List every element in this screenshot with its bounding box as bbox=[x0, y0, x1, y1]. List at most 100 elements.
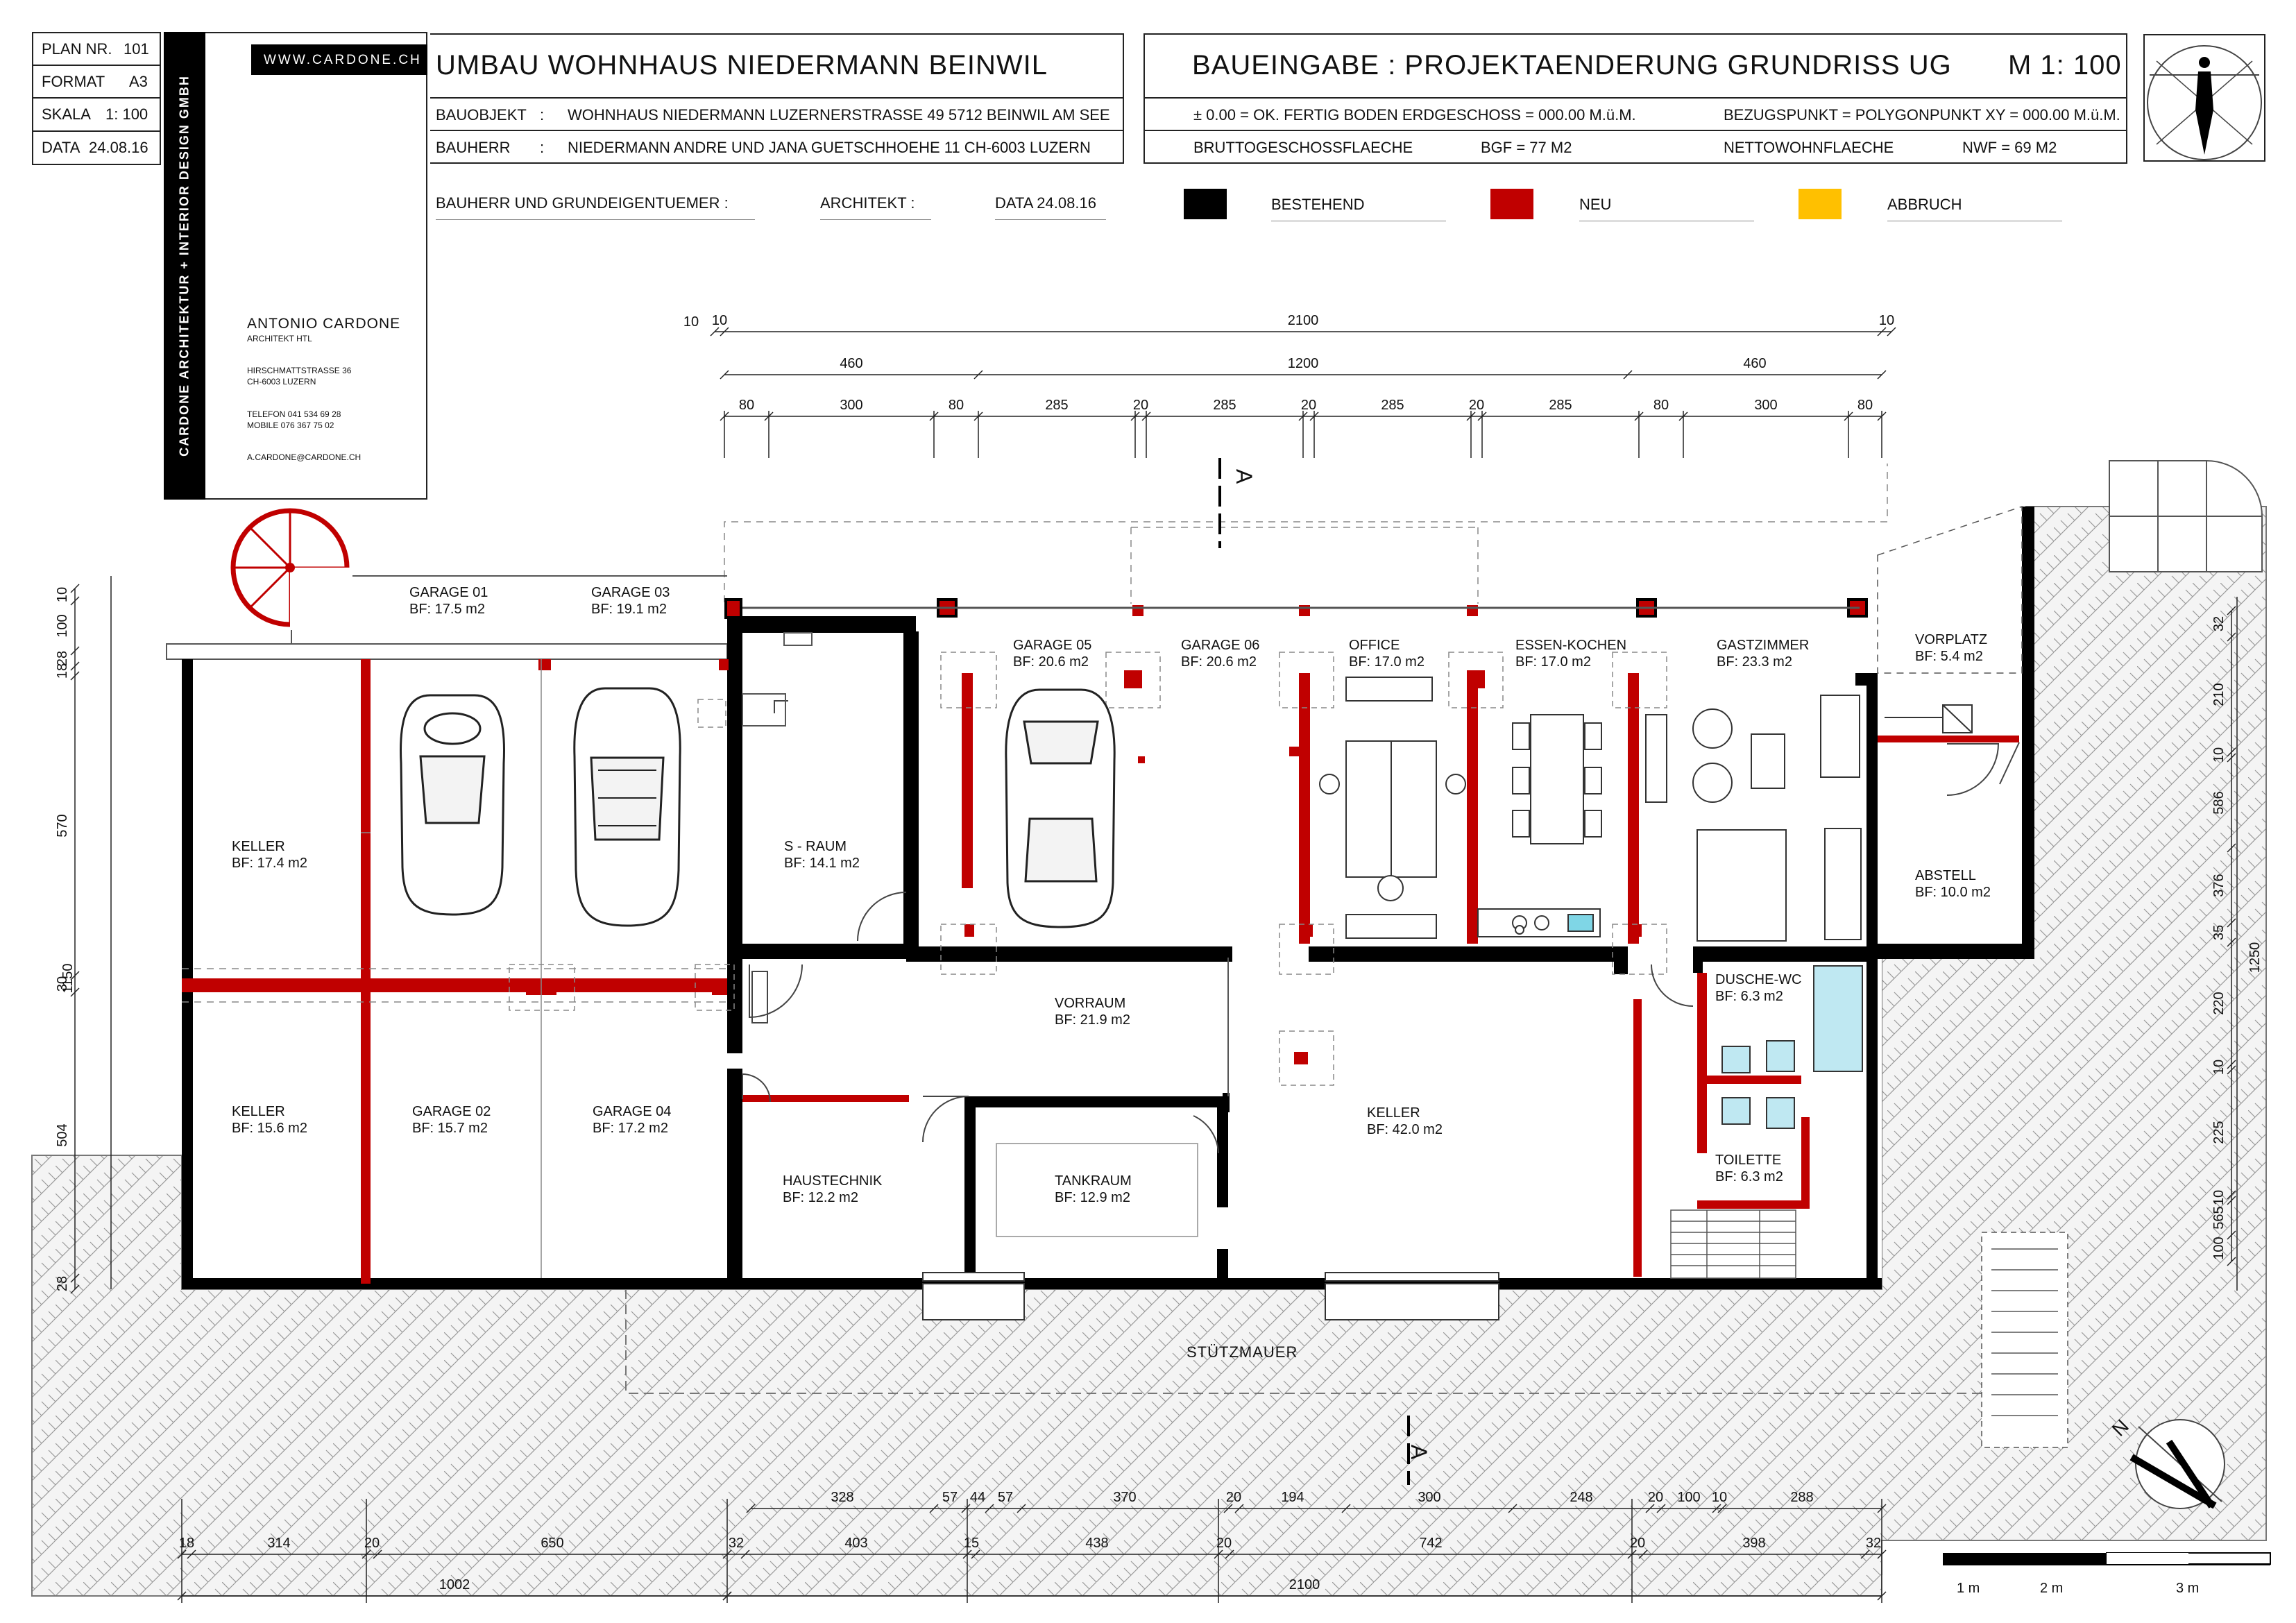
garage-partitions bbox=[182, 659, 727, 1278]
room-area: BF: 14.1 m2 bbox=[784, 856, 860, 871]
dimension-label: 300 bbox=[840, 398, 862, 413]
scale-bar bbox=[1943, 1552, 2271, 1565]
vitruvian-logo-icon bbox=[2143, 33, 2266, 162]
dimension-label: 28 bbox=[55, 651, 70, 666]
dimension-tick bbox=[187, 1549, 196, 1559]
brand-vertical-band bbox=[164, 32, 205, 500]
room-area: BF: 20.6 m2 bbox=[1013, 654, 1089, 670]
dimension-label: 300 bbox=[1754, 398, 1777, 413]
dimension-label: 650 bbox=[541, 1536, 563, 1551]
dimension-label: 194 bbox=[1281, 1490, 1304, 1505]
s-raum-vent bbox=[742, 693, 786, 726]
room-area: BF: 6.3 m2 bbox=[1715, 989, 1783, 1004]
telefon: TELEFON 041 534 69 28 bbox=[247, 409, 341, 419]
divider bbox=[1143, 97, 2127, 99]
bezugspunkt: BEZUGSPUNKT = POLYGONPUNKT XY = 000.00 M… bbox=[1724, 106, 2120, 124]
bauobjekt-label: BAUOBJEKT bbox=[436, 106, 527, 124]
window-wells bbox=[922, 1272, 1499, 1320]
dimension-tick bbox=[2227, 937, 2236, 947]
room-name: GARAGE 06 bbox=[1181, 638, 1260, 653]
dimension-tick bbox=[1223, 1504, 1233, 1513]
dimension-tick bbox=[70, 661, 80, 671]
dimension-tick bbox=[1887, 327, 1896, 337]
dimension-tick bbox=[929, 1504, 939, 1513]
divider bbox=[32, 130, 161, 132]
room-area: BF: 23.3 m2 bbox=[1717, 654, 1792, 670]
dimension-label: 370 bbox=[1113, 1490, 1136, 1505]
dimension-tick bbox=[1877, 327, 1887, 337]
dimension-tick bbox=[1341, 1504, 1351, 1513]
room-name: HAUSTECHNIK bbox=[783, 1173, 883, 1189]
plan-info-box bbox=[32, 32, 161, 165]
room-area: BF: 17.0 m2 bbox=[1515, 654, 1591, 670]
car-icon bbox=[400, 694, 505, 916]
room-area: BF: 10.0 m2 bbox=[1915, 885, 1991, 900]
dimension-label: 20 bbox=[364, 1536, 380, 1551]
dimension-label: 460 bbox=[840, 356, 862, 371]
dimension-label: 100 bbox=[2211, 1237, 2227, 1259]
section-a-bottom-label: A bbox=[1406, 1444, 1432, 1460]
section-a-top-label: A bbox=[1232, 468, 1257, 484]
dimension-label: 20 bbox=[1469, 398, 1484, 413]
dimension-tick bbox=[1717, 1504, 1727, 1513]
plan-title: BAUEINGABE : PROJEKTAENDERUNG GRUNDRISS … bbox=[1192, 50, 1952, 80]
dimension-label: 1250 bbox=[2247, 942, 2263, 974]
divider bbox=[430, 130, 1124, 131]
website: WWW.CARDONE.CH bbox=[264, 53, 422, 67]
dimension-tick bbox=[1017, 1504, 1026, 1513]
skala-label: SKALA bbox=[42, 105, 91, 123]
room-area: BF: 17.2 m2 bbox=[593, 1121, 668, 1136]
dimension-label: 10 bbox=[712, 313, 727, 328]
office-furniture bbox=[1319, 677, 1466, 939]
dimension-tick bbox=[1508, 1504, 1517, 1513]
dimension-tick bbox=[2227, 753, 2236, 763]
dimension-tick bbox=[985, 1504, 994, 1513]
dimension-label: 2100 bbox=[1289, 1577, 1320, 1592]
room-name: TANKRAUM bbox=[1055, 1173, 1132, 1189]
room-name: GARAGE 02 bbox=[412, 1104, 491, 1119]
room-label: DUSCHE-WC BF: 6.3 m2 bbox=[1715, 971, 1801, 1005]
room-name: DUSCHE-WC bbox=[1715, 972, 1802, 987]
dimension-label: 742 bbox=[1419, 1536, 1442, 1551]
bauherr-value: NIEDERMANN ANDRE UND JANA GUETSCHHOEHE 1… bbox=[568, 139, 1091, 156]
dimension-tick bbox=[1712, 1504, 1721, 1513]
room-area: BF: 17.0 m2 bbox=[1349, 654, 1425, 670]
legend-label-demolition: ABBRUCH bbox=[1887, 196, 1962, 213]
room-name: ABSTELL bbox=[1915, 868, 1976, 883]
legend-swatch-existing bbox=[1184, 189, 1227, 219]
signature-line bbox=[995, 219, 1106, 220]
dimension-label: 80 bbox=[949, 398, 964, 413]
column-footprints bbox=[509, 652, 1667, 1086]
terrace-icon bbox=[2109, 460, 2263, 572]
guestroom-furniture bbox=[1645, 695, 1862, 942]
room-area: BF: 17.5 m2 bbox=[409, 602, 485, 617]
dimension-label: 80 bbox=[1653, 398, 1669, 413]
data-value: 24.08.16 bbox=[89, 139, 148, 156]
room-area: BF: 6.3 m2 bbox=[1715, 1169, 1783, 1184]
retaining-wall-label: STÜTZMAUER bbox=[1187, 1343, 1298, 1361]
dimension-label: 1150 bbox=[60, 963, 76, 993]
bgf-label: BRUTTOGESCHOSSFLAECHE bbox=[1193, 139, 1413, 156]
dimension-label: 586 bbox=[2211, 791, 2227, 814]
dimension-tick bbox=[2227, 1196, 2236, 1205]
dimension-label: 57 bbox=[998, 1490, 1013, 1505]
dimension-tick bbox=[2227, 1257, 2236, 1266]
dimension-tick bbox=[1225, 1549, 1234, 1559]
scale-label-2m: 2 m bbox=[2040, 1581, 2064, 1596]
dimension-label: 1002 bbox=[439, 1577, 470, 1592]
dimension-tick bbox=[2227, 606, 2236, 615]
format-value: A3 bbox=[129, 73, 148, 90]
dimension-label: 10 bbox=[2211, 1060, 2227, 1075]
car-icon bbox=[1005, 688, 1116, 928]
car-icon bbox=[573, 687, 681, 927]
